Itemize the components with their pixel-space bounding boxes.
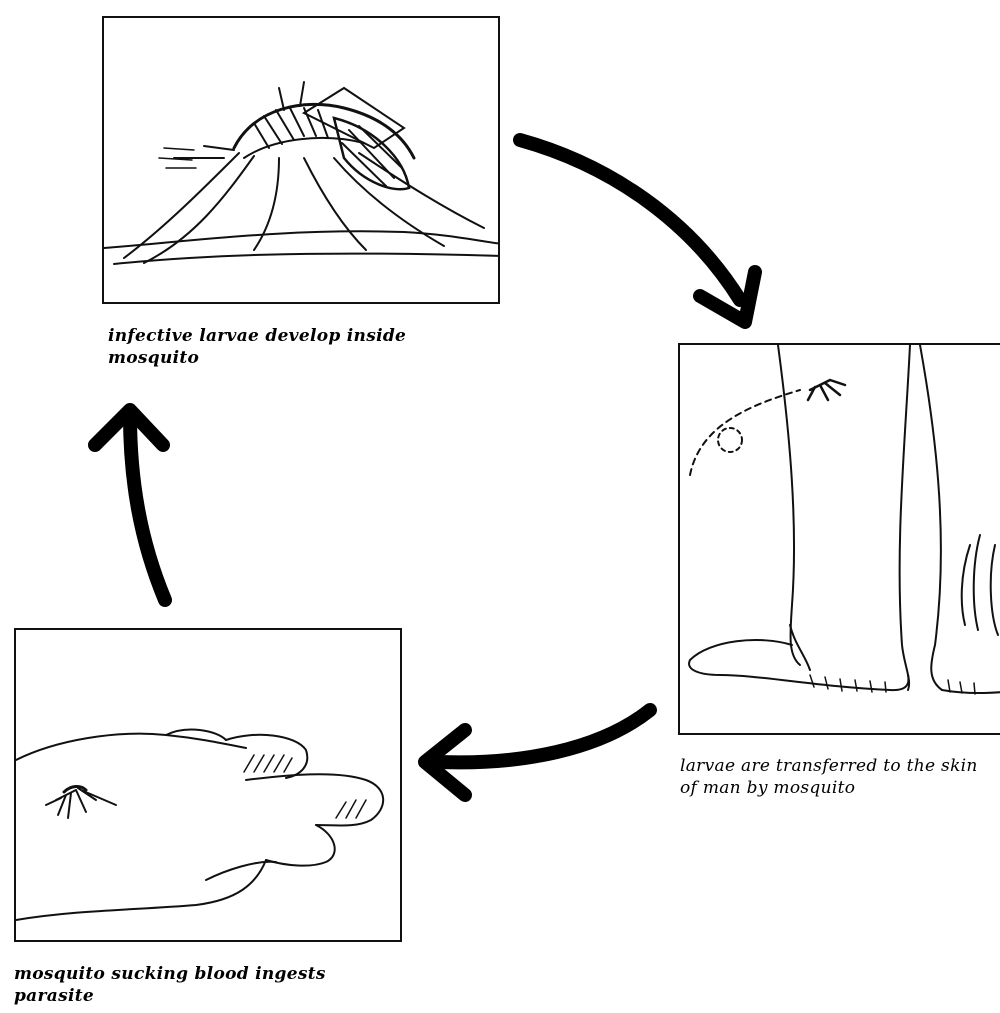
cycle-arrow-icon — [520, 140, 740, 300]
cycle-arrow-icon — [440, 710, 650, 762]
